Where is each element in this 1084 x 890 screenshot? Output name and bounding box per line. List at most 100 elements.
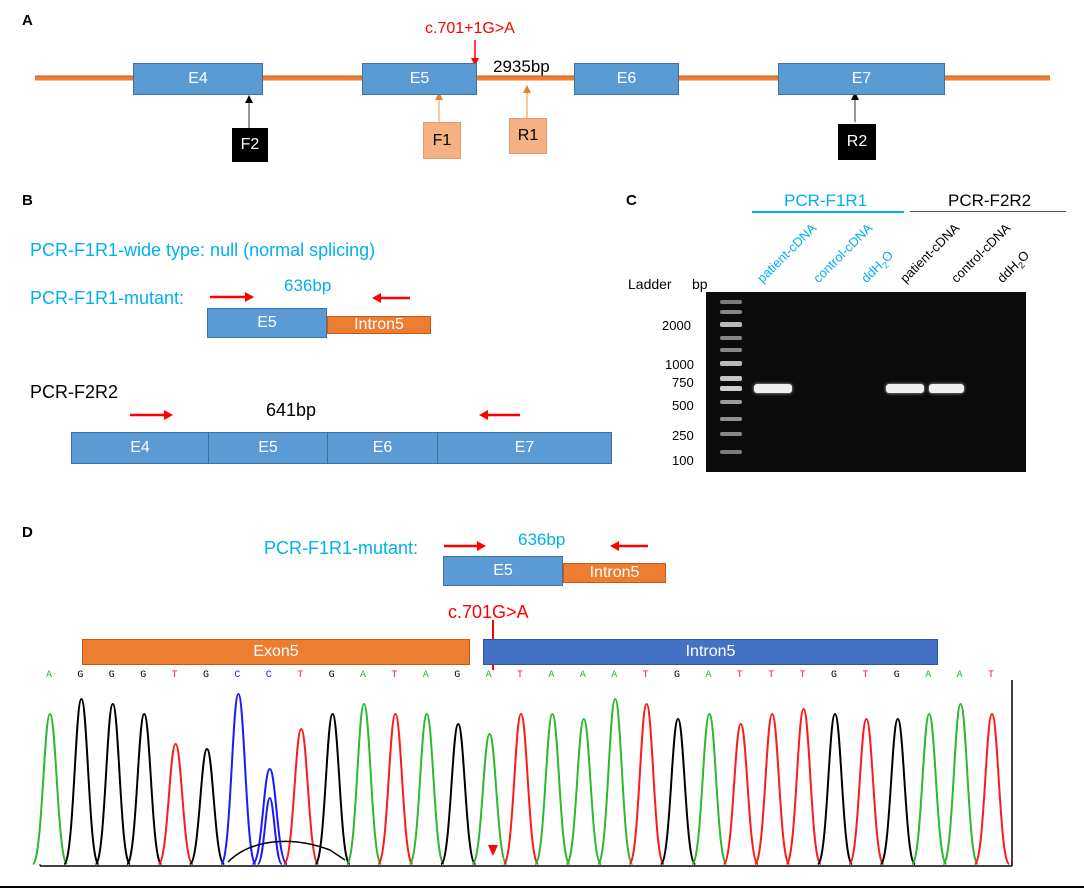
- exon-e7-b: E7: [437, 432, 612, 464]
- chromatogram-peak: [596, 697, 634, 865]
- distance-label: 2935bp: [493, 57, 550, 76]
- chromatogram-peak: [251, 767, 289, 865]
- panel-c-label: C: [626, 192, 637, 209]
- intron5-bar: Intron5: [483, 639, 938, 665]
- chromatogram-peak: [753, 712, 791, 865]
- chromatogram: [31, 680, 1013, 867]
- base-letter: T: [768, 670, 775, 681]
- base-letter: T: [642, 670, 649, 681]
- chromatogram-peak: [534, 712, 571, 865]
- base-letter: G: [674, 670, 681, 681]
- chromatogram-peak: [345, 702, 383, 865]
- chromatogram-peak: [973, 712, 1011, 865]
- chromatogram-peak: [471, 732, 508, 865]
- band-patient-f2r2: [886, 384, 924, 393]
- exon-e6-a: E6: [574, 63, 679, 95]
- chromatogram-peak: [691, 712, 728, 865]
- f2r2-label: PCR-F2R2: [30, 382, 119, 402]
- gel-image: [706, 292, 1026, 472]
- chromatogram-peak: [502, 712, 540, 865]
- bp-label: bp: [692, 276, 708, 292]
- primer-f1: F1: [423, 122, 461, 159]
- chromatogram-peak: [816, 712, 854, 865]
- mutation-label-d: c.701G>A: [448, 602, 529, 622]
- exon-e5-b2: E5: [208, 432, 328, 464]
- chromatogram-peak: [408, 712, 446, 865]
- base-letter: G: [831, 670, 838, 681]
- panel-b-arrows: [130, 292, 520, 420]
- primer-f2: F2: [232, 128, 268, 162]
- base-letter: A: [548, 670, 555, 681]
- chromatogram-peak: [94, 702, 132, 865]
- panel-a-label: A: [22, 12, 33, 29]
- base-letter: T: [297, 670, 304, 681]
- base-letter: C: [265, 670, 272, 681]
- chromatogram-peak: [722, 722, 760, 865]
- chromatogram-peak: [910, 712, 948, 865]
- chromatogram-peak: [314, 712, 351, 865]
- base-letter: G: [77, 670, 84, 681]
- base-letter: G: [140, 670, 147, 681]
- ladder-250: 250: [672, 428, 694, 443]
- exon-e6-b: E6: [327, 432, 438, 464]
- base-letter: A: [611, 670, 618, 681]
- chromatogram-peak: [31, 712, 69, 865]
- lane-1-label: patient-cDNA: [754, 220, 820, 286]
- chromatogram-peak: [879, 717, 917, 865]
- group-f1r1-bar: [752, 211, 904, 213]
- exon-e7-a: E7: [778, 63, 945, 95]
- base-letter: G: [108, 670, 115, 681]
- exon-e4-a: E4: [133, 63, 263, 95]
- mutant-size-d: 636bp: [518, 530, 566, 549]
- exon5-bar: Exon5: [82, 639, 470, 665]
- chromatogram-peak: [188, 747, 226, 865]
- chromatogram-peak: [282, 727, 320, 865]
- base-letter: T: [799, 670, 806, 681]
- base-letter: T: [391, 670, 398, 681]
- base-letter: A: [925, 670, 932, 681]
- intron5-d: Intron5: [563, 563, 666, 583]
- ladder-500: 500: [672, 398, 694, 413]
- exon-e5-d: E5: [443, 556, 563, 586]
- chromatogram-peak: [157, 742, 194, 865]
- exon-e5-a: E5: [362, 63, 477, 95]
- base-letter: A: [485, 670, 492, 681]
- base-letter: G: [893, 670, 900, 681]
- base-letter: A: [705, 670, 712, 681]
- base-letter: T: [171, 670, 178, 681]
- mutant-size-b: 636bp: [284, 276, 332, 295]
- chromatogram-peak: [63, 697, 100, 865]
- lane-6-label: ddH2O: [994, 247, 1033, 286]
- ladder-750: 750: [672, 375, 694, 390]
- band-patient-f1r1: [754, 384, 792, 393]
- chromatogram-peak: [659, 717, 697, 865]
- primer-r1: R1: [509, 118, 547, 154]
- group-f1r1: PCR-F1R1: [784, 191, 868, 210]
- f2r2-size: 641bp: [266, 400, 317, 420]
- mutant-label-d: PCR-F1R1-mutant:: [264, 538, 419, 558]
- noise-hump: [227, 840, 346, 863]
- base-letter: A: [360, 670, 367, 681]
- base-letter: T: [862, 670, 869, 681]
- intron5-b: Intron5: [327, 316, 431, 334]
- secondary-peak: [256, 796, 283, 865]
- chromatogram-peak: [220, 692, 257, 865]
- ladder-label: Ladder: [628, 276, 672, 292]
- chromatogram-peak: [439, 722, 477, 865]
- base-letter: G: [328, 670, 335, 681]
- mutation-label-a: c.701+1G>A: [425, 20, 515, 37]
- group-f2r2: PCR-F2R2: [948, 191, 1032, 210]
- band-control-f2r2: [929, 384, 964, 393]
- lane-3-label: ddH2O: [858, 247, 897, 286]
- wild-type-text: PCR-F1R1-wide type: null (normal splicin…: [30, 240, 376, 260]
- ladder-1000: 1000: [665, 357, 694, 372]
- chromatogram-peak: [848, 717, 885, 865]
- bottom-border: [0, 886, 1084, 888]
- base-letter: T: [988, 670, 995, 681]
- ladder-100: 100: [672, 453, 694, 468]
- base-letter: G: [454, 670, 461, 681]
- chromatogram-peak: [628, 702, 665, 865]
- chromatogram-peak: [565, 717, 603, 865]
- base-letter: A: [422, 670, 429, 681]
